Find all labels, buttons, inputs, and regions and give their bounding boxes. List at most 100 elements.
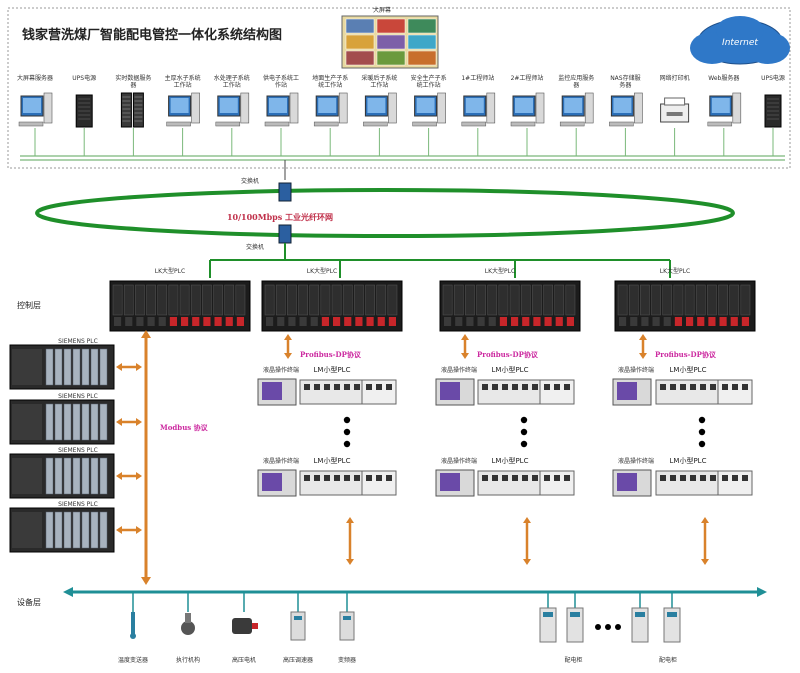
lm-plc-expansion	[539, 379, 575, 405]
plc-module-indicator	[147, 317, 155, 326]
lk-plc-label: LK大型PLC	[485, 267, 515, 275]
svg-text:大屏幕服务器: 大屏幕服务器	[17, 74, 53, 82]
plc-module-indicator	[277, 317, 285, 326]
plc-module	[135, 284, 145, 316]
plc-module-indicator	[663, 317, 671, 326]
tower-icon	[388, 92, 397, 124]
plc-module-indicator	[630, 317, 638, 326]
lm-plc-label: LM小型PLC	[670, 456, 707, 465]
plc-module	[740, 284, 751, 316]
hmi-screen	[617, 382, 637, 400]
big-screen-panel	[376, 34, 406, 50]
plc-module-indicator	[266, 317, 274, 326]
plc-module	[365, 284, 375, 316]
plc-module-indicator	[181, 317, 189, 326]
siemens-io-module	[45, 403, 54, 441]
ring-network-label: 10/100Mbps 工业光纤环网	[227, 212, 333, 222]
lm-plc-unit	[477, 379, 541, 405]
big-screen-panel	[345, 18, 375, 34]
plc-module	[287, 284, 297, 316]
device-label: 网络打印机	[660, 74, 690, 82]
plc-module-indicator	[288, 317, 296, 326]
keyboard-icon	[264, 121, 290, 127]
plc-column	[435, 334, 575, 565]
svg-text:水处理子系统: 水处理子系统	[214, 74, 250, 82]
hmi-screen	[617, 473, 637, 491]
siemens-io-module	[81, 457, 90, 495]
plc-module	[498, 284, 509, 316]
plc-module-indicator	[321, 317, 329, 326]
tower-icon	[584, 92, 594, 124]
plc-module-indicator	[169, 317, 177, 326]
plc-module	[264, 284, 275, 316]
plc-module	[112, 284, 123, 316]
siemens-io-module	[81, 403, 90, 441]
actuator-icon	[181, 621, 195, 635]
plc-module-indicator	[533, 317, 541, 326]
hmi-label: 液晶操作终端	[263, 366, 299, 374]
keyboard-icon	[18, 121, 44, 127]
plc-module-indicator	[388, 317, 396, 326]
siemens-io-module	[90, 403, 99, 441]
keyboard-icon	[215, 121, 241, 127]
management-layer-box	[7, 7, 791, 169]
lk-plc-rack	[109, 280, 251, 332]
plc-module	[640, 284, 650, 316]
profibus-label: Profibus-DP协议	[300, 350, 362, 359]
plc-module	[442, 284, 453, 316]
lm-plc-unit	[477, 470, 541, 496]
device-printer: 网络打印机	[660, 74, 690, 156]
plc-module-indicator	[566, 317, 574, 326]
hmi-label: 液晶操作终端	[441, 457, 477, 465]
plc-module	[520, 284, 531, 316]
siemens-io-module	[81, 348, 90, 386]
keyboard-icon	[461, 121, 487, 127]
plc-module-indicator	[344, 317, 352, 326]
lm-plc-label: LM小型PLC	[314, 365, 351, 374]
temperature-transmitter-icon	[131, 612, 135, 634]
siemens-plc-label: SIEMENS PLC	[58, 338, 98, 345]
plc-module-indicator	[158, 317, 166, 326]
plc-module	[342, 284, 353, 316]
plc-module	[565, 284, 576, 316]
big-screen-panel	[407, 18, 437, 34]
siemens-io-module	[99, 457, 108, 495]
siemens-io-module	[54, 348, 63, 386]
ellipsis-dot	[615, 624, 621, 630]
siemens-io-module	[54, 511, 63, 549]
big-screen-panel	[376, 50, 406, 66]
plc-module	[543, 284, 553, 316]
device-layer-label: 设备层	[17, 597, 41, 607]
plc-column	[612, 334, 753, 565]
lm-plc-expansion	[361, 470, 397, 496]
plc-module	[673, 284, 684, 316]
lm-plc-unit	[655, 379, 719, 405]
plc-module-indicator	[299, 317, 307, 326]
distribution-cabinet-label: 配电柜	[659, 656, 677, 664]
plc-module-indicator	[333, 317, 341, 326]
plc-module	[651, 284, 661, 316]
switch-bottom-icon	[278, 224, 292, 244]
plc-module	[554, 284, 565, 316]
plc-module	[224, 284, 235, 316]
device-pc: 2#工程师站	[511, 74, 545, 156]
svg-text:网络打印机: 网络打印机	[660, 74, 690, 82]
plc-module-indicator	[136, 317, 144, 326]
siemens-plc-label: SIEMENS PLC	[58, 393, 98, 400]
svg-text:地面生产子系: 地面生产子系	[312, 74, 348, 82]
device-pc: Web服务器	[707, 74, 742, 156]
big-screen-panel	[407, 50, 437, 66]
big-screen-panel	[407, 34, 437, 50]
plc-module-indicator	[719, 317, 727, 326]
plc-module-indicator	[214, 317, 222, 326]
field-device	[290, 592, 306, 641]
hmi-screen	[440, 382, 460, 400]
device-pc: 大屏幕服务器	[17, 74, 53, 156]
